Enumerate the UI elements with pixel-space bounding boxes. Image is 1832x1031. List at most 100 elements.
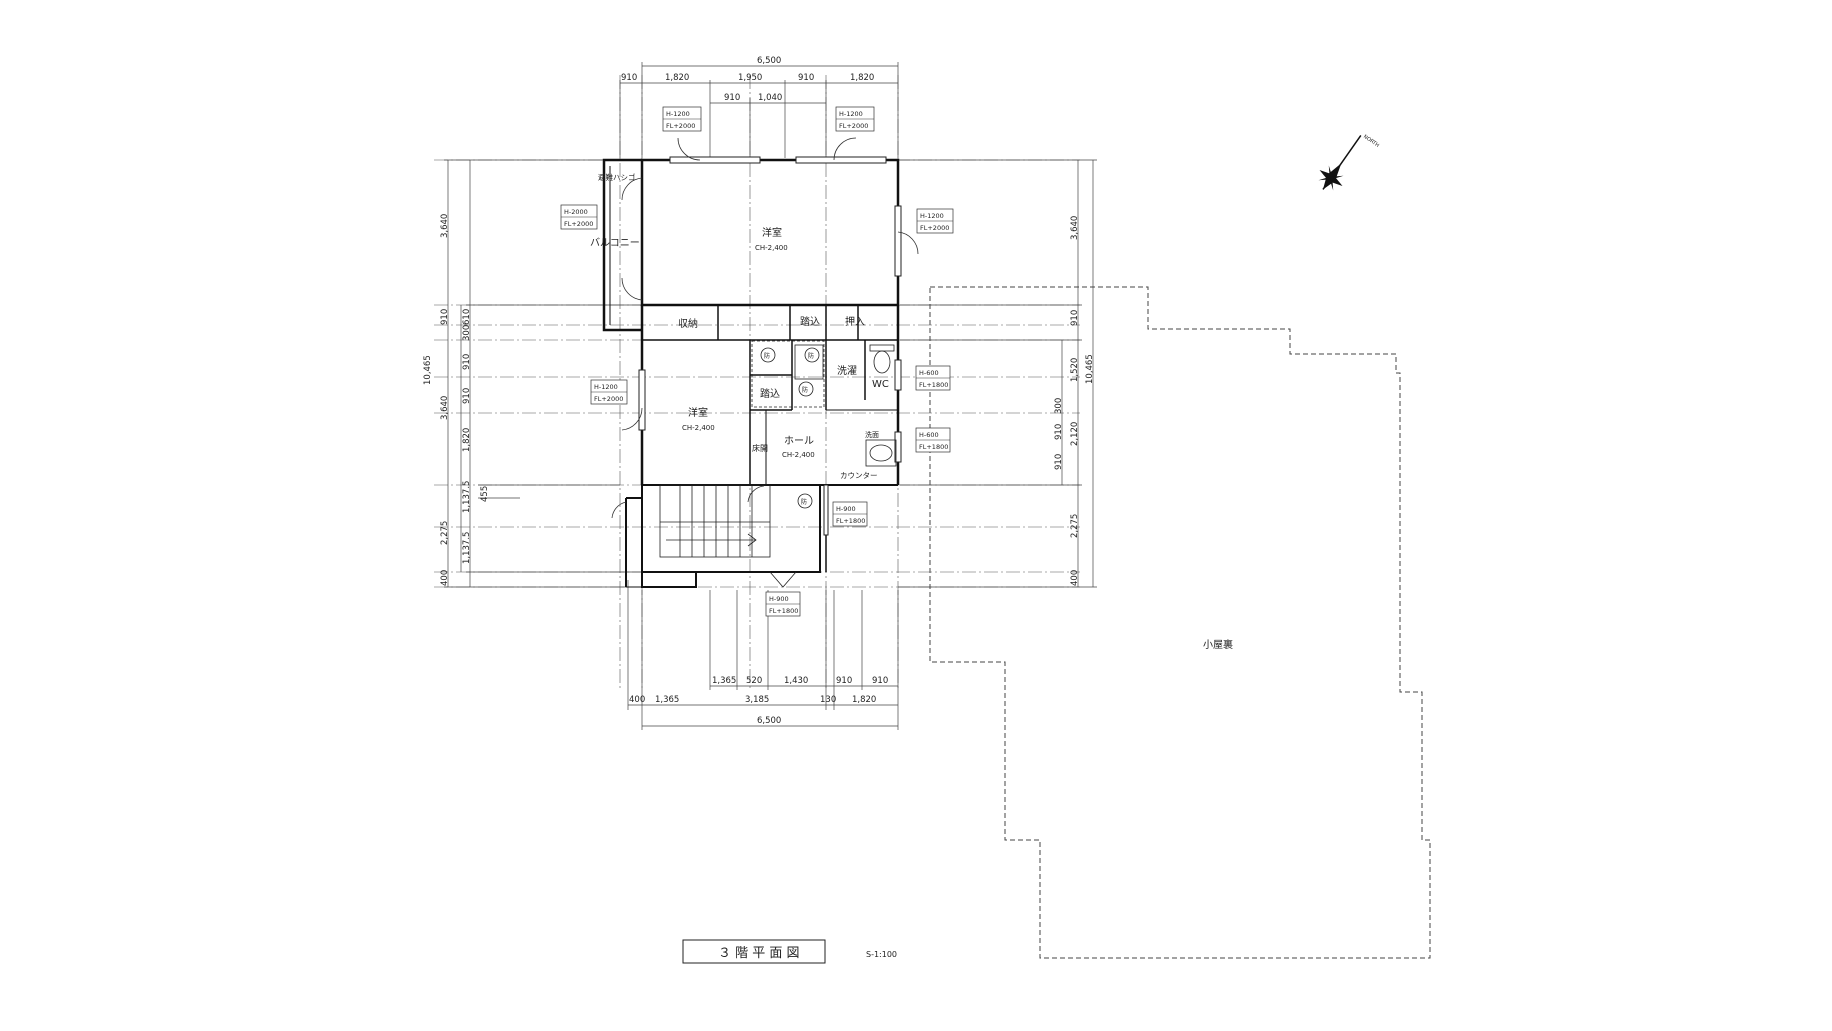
door-swings xyxy=(611,137,919,519)
dim-left-8: 910 xyxy=(462,354,472,370)
dim-bottom-7: 1,365 xyxy=(655,695,679,705)
dim-right-5: 2,275 xyxy=(1070,514,1080,538)
dim-bottom-4: 910 xyxy=(836,676,852,686)
label-balcony: バルコニー xyxy=(590,237,640,249)
dim-right-6: 400 xyxy=(1070,570,1080,586)
dim-left-9: 910 xyxy=(462,388,472,404)
dim-left-7: 300 xyxy=(462,325,472,341)
dashed-storage-box xyxy=(751,340,825,408)
label-storage: 収納 xyxy=(678,317,698,330)
dim-left-12: 1,137.5 xyxy=(462,532,472,564)
dim-left-6: 610 xyxy=(462,309,472,325)
svg-text:FL+2000: FL+2000 xyxy=(920,224,949,232)
svg-text:FL+2000: FL+2000 xyxy=(594,395,623,403)
dim-left-2: 910 xyxy=(440,309,450,325)
label-counter: カウンター xyxy=(840,471,878,480)
label-emergency-ladder: 避難ハシゴ xyxy=(598,172,636,182)
dim-left-10: 1,820 xyxy=(462,428,472,452)
dim-right-total: 10,465 xyxy=(1085,354,1095,384)
dim-bottom-5: 910 xyxy=(872,676,888,686)
attic-label: 小屋裏 xyxy=(1203,638,1233,651)
drawing-scale: S-1:100 xyxy=(866,950,897,959)
svg-text:H-1200: H-1200 xyxy=(920,212,944,220)
label-western-room-top-ch: CH-2,400 xyxy=(755,244,788,252)
svg-text:H-2000: H-2000 xyxy=(564,208,588,216)
label-closet: 押入 xyxy=(845,315,865,328)
toilet-tank xyxy=(869,344,895,352)
dim-right-8: 910 xyxy=(1054,424,1064,440)
dim-top-5: 1,820 xyxy=(850,73,874,83)
dim-right-7: 300 xyxy=(1054,398,1064,414)
dim-top-2: 1,820 xyxy=(665,73,689,83)
window-tag-3: H-2000 FL+2000 xyxy=(560,204,598,230)
label-western-room-top: 洋室 xyxy=(762,226,782,239)
dim-bottom-10: 1,820 xyxy=(852,695,876,705)
dim-bottom-total: 6,500 xyxy=(757,716,781,726)
label-western-room-mid-ch: CH-2,400 xyxy=(682,424,715,432)
dim-top-total: 6,500 xyxy=(757,56,781,66)
dim-left-13: 455 xyxy=(480,486,490,502)
label-step-in-top: 踏込 xyxy=(800,315,820,328)
dim-left-4: 2,275 xyxy=(440,521,450,545)
label-fire-2: 防 xyxy=(808,352,814,360)
dim-left-total: 10,465 xyxy=(423,355,433,385)
dim-right-1: 3,640 xyxy=(1070,216,1080,240)
dim-top-6: 910 xyxy=(724,93,740,103)
svg-text:FL+2000: FL+2000 xyxy=(564,220,593,228)
svg-text:H-900: H-900 xyxy=(836,505,856,513)
dim-bottom-8: 3,185 xyxy=(745,695,769,705)
dim-bottom-1: 1,365 xyxy=(712,676,736,686)
dim-top-1: 910 xyxy=(621,73,637,83)
dim-left-3: 3,640 xyxy=(440,396,450,420)
svg-text:FL+1800: FL+1800 xyxy=(836,517,865,525)
svg-text:FL+2000: FL+2000 xyxy=(666,122,695,130)
label-hall: ホール xyxy=(784,435,814,447)
north-arrow-icon: NORTH xyxy=(1318,134,1380,191)
dim-right-9: 910 xyxy=(1054,454,1064,470)
label-step-in-mid: 踏込 xyxy=(760,387,780,400)
dim-right-4: 2,120 xyxy=(1070,422,1080,446)
washing-machine-pan xyxy=(794,344,824,380)
attic-outline xyxy=(929,286,1431,959)
svg-text:FL+2000: FL+2000 xyxy=(839,122,868,130)
windows xyxy=(638,156,902,536)
svg-text:H-1200: H-1200 xyxy=(594,383,618,391)
window-tag-9: H-900 FL+1800 xyxy=(765,591,801,617)
svg-text:H-900: H-900 xyxy=(769,595,789,603)
window-tag-2: H-1200 FL+2000 xyxy=(835,106,875,132)
dim-top-3: 1,950 xyxy=(738,73,762,83)
label-fire-3: 防 xyxy=(802,386,808,394)
dim-top-4: 910 xyxy=(798,73,814,83)
dimension-lines xyxy=(444,62,1097,730)
label-small-storage: 床開 xyxy=(752,443,768,453)
label-laundry: 洗濯 xyxy=(837,365,857,377)
svg-text:FL+1800: FL+1800 xyxy=(919,381,948,389)
window-tag-1: H-1200 FL+2000 xyxy=(662,106,702,132)
dim-bottom-6: 400 xyxy=(629,695,645,705)
washbasin-counter xyxy=(865,439,897,467)
window-tag-6: H-600 FL+1800 xyxy=(915,365,951,391)
fire-alarm-1 xyxy=(760,347,776,363)
label-western-room-mid: 洋室 xyxy=(688,406,708,419)
dim-left-11: 1,137.5 xyxy=(462,481,472,513)
label-wc: WC xyxy=(872,379,889,390)
dim-top-7: 1,040 xyxy=(758,93,782,103)
dim-left-5: 400 xyxy=(440,570,450,586)
room-labels: 洋室 CH-2,400 バルコニー 避難ハシゴ 収納 踏込 押入 踏込 洗濯 W… xyxy=(590,172,889,506)
dimension-labels: 6,500 910 1,820 1,950 910 1,820 910 1,04… xyxy=(423,56,1095,726)
label-fire-4: 防 xyxy=(801,498,807,506)
window-tag-7: H-600 FL+1800 xyxy=(915,427,951,453)
fixtures xyxy=(751,340,897,509)
dim-right-3: 1,520 xyxy=(1070,358,1080,382)
svg-text:H-1200: H-1200 xyxy=(666,110,690,118)
svg-text:FL+1800: FL+1800 xyxy=(769,607,798,615)
label-hall-ch: CH-2,400 xyxy=(782,451,815,459)
title-box xyxy=(682,939,826,964)
fire-alarm-4 xyxy=(797,493,813,509)
label-fire-1: 防 xyxy=(764,352,770,360)
toilet-bowl xyxy=(873,350,891,374)
window-tag-4: H-1200 FL+2000 xyxy=(916,208,954,234)
svg-text:H-600: H-600 xyxy=(919,369,939,377)
north-label: NORTH xyxy=(1362,134,1380,149)
svg-text:FL+1800: FL+1800 xyxy=(919,443,948,451)
